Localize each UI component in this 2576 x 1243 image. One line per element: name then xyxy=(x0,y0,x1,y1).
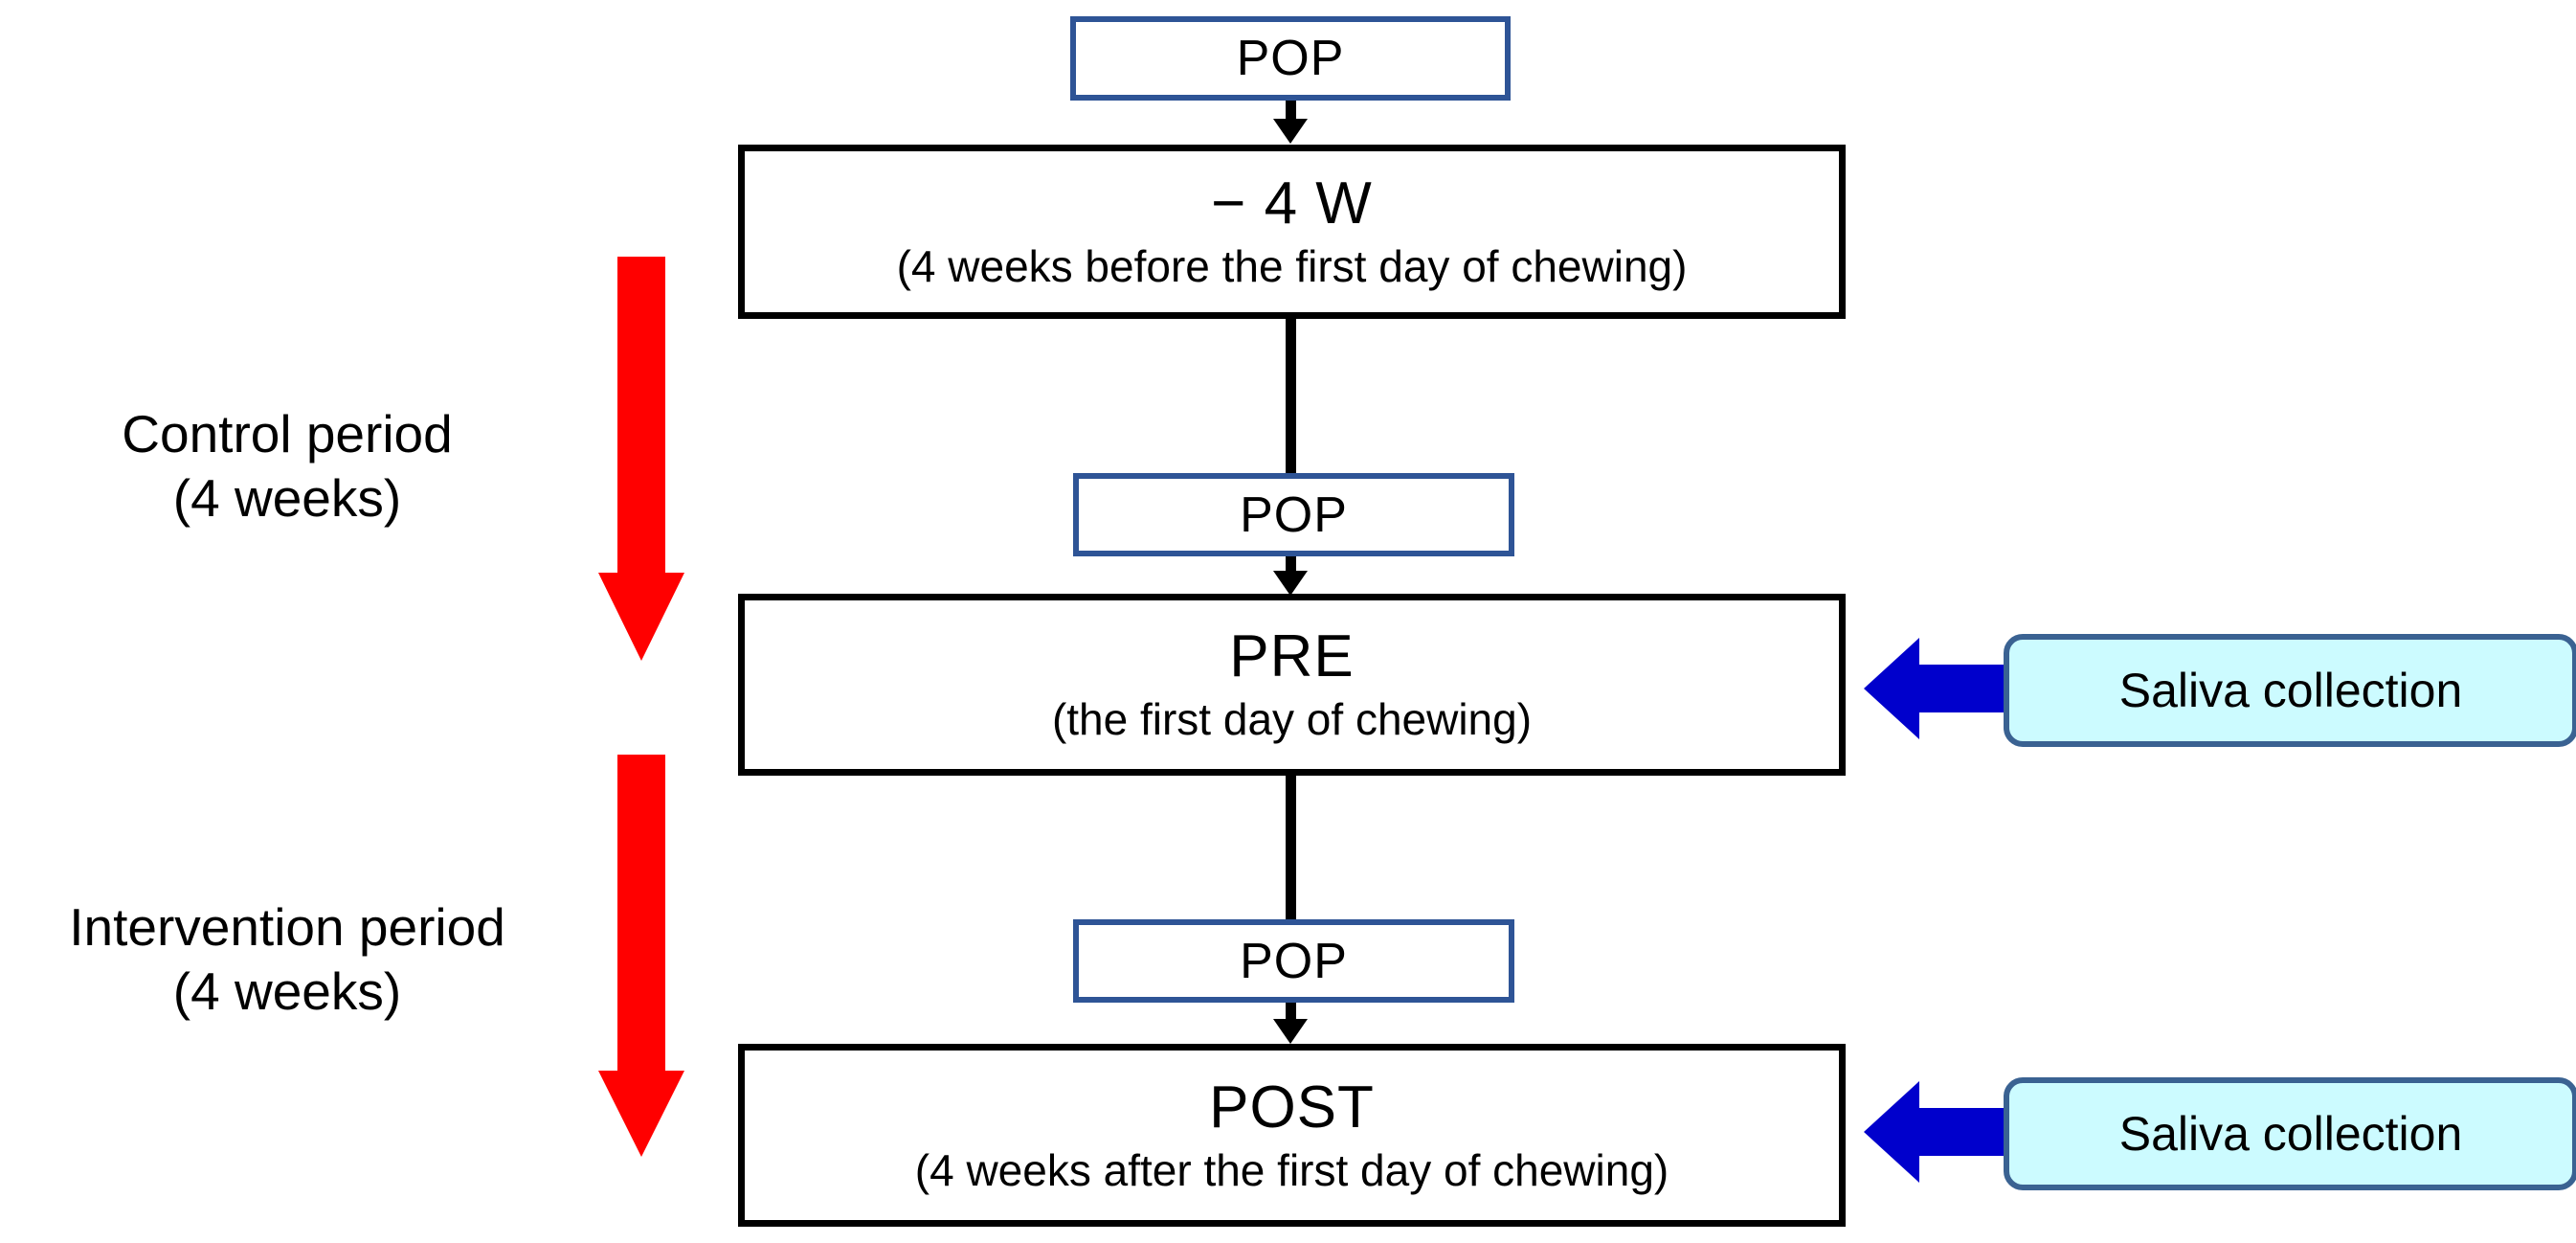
stage-post: POST (4 weeks after the first day of che… xyxy=(738,1044,1846,1227)
arrowhead-pop2-to-pre xyxy=(1273,571,1308,596)
arrowhead-pop1-to-minus4w xyxy=(1273,119,1308,144)
pop-node-2: POP xyxy=(1073,473,1514,556)
connector-pre-to-pop3 xyxy=(1286,776,1296,921)
pop-node-1-label: POP xyxy=(1236,31,1345,86)
stage-pre-subtitle: (the first day of chewing) xyxy=(1051,694,1533,745)
period-label-control-name: Control period xyxy=(122,404,453,463)
saliva-callout-post: Saliva collection xyxy=(1864,1077,2576,1190)
intervention-period-arrow xyxy=(565,755,718,1157)
stage-pre: PRE (the first day of chewing) xyxy=(738,594,1846,776)
pop-node-3: POP xyxy=(1073,919,1514,1003)
pop-node-1: POP xyxy=(1070,16,1511,101)
stage-pre-title: PRE xyxy=(1229,623,1355,690)
connector-pop2-to-pre xyxy=(1286,556,1296,574)
stage-minus-4w: − 4 W (4 weeks before the first day of c… xyxy=(738,145,1846,319)
pop-node-2-label: POP xyxy=(1240,486,1348,543)
saliva-box-post-label: Saliva collection xyxy=(2118,1107,2463,1161)
connector-pop3-to-post xyxy=(1286,1003,1296,1022)
pop-node-3-label: POP xyxy=(1240,933,1348,989)
period-label-control: Control period (4 weeks) xyxy=(38,402,536,531)
connector-minus4w-to-pop2 xyxy=(1286,319,1296,475)
period-label-intervention: Intervention period (4 weeks) xyxy=(10,895,565,1024)
saliva-callout-pre: Saliva collection xyxy=(1864,634,2576,747)
period-label-intervention-name: Intervention period xyxy=(69,897,505,957)
period-label-control-duration: (4 weeks) xyxy=(172,468,402,529)
stage-post-title: POST xyxy=(1209,1074,1375,1141)
arrowhead-pop3-to-post xyxy=(1273,1019,1308,1044)
period-label-intervention-duration: (4 weeks) xyxy=(172,961,402,1022)
stage-minus-4w-subtitle: (4 weeks before the first day of chewing… xyxy=(896,241,1688,292)
control-period-arrow xyxy=(565,257,718,661)
stage-minus-4w-title: − 4 W xyxy=(1211,170,1373,237)
saliva-arrow-post-icon xyxy=(1864,1080,2009,1187)
connector-pop1-to-minus4w xyxy=(1286,101,1296,122)
saliva-box-pre: Saliva collection xyxy=(2004,634,2576,747)
saliva-box-pre-label: Saliva collection xyxy=(2118,664,2463,717)
saliva-arrow-pre-icon xyxy=(1864,637,2009,744)
stage-post-subtitle: (4 weeks after the first day of chewing) xyxy=(914,1144,1669,1195)
saliva-box-post: Saliva collection xyxy=(2004,1077,2576,1190)
